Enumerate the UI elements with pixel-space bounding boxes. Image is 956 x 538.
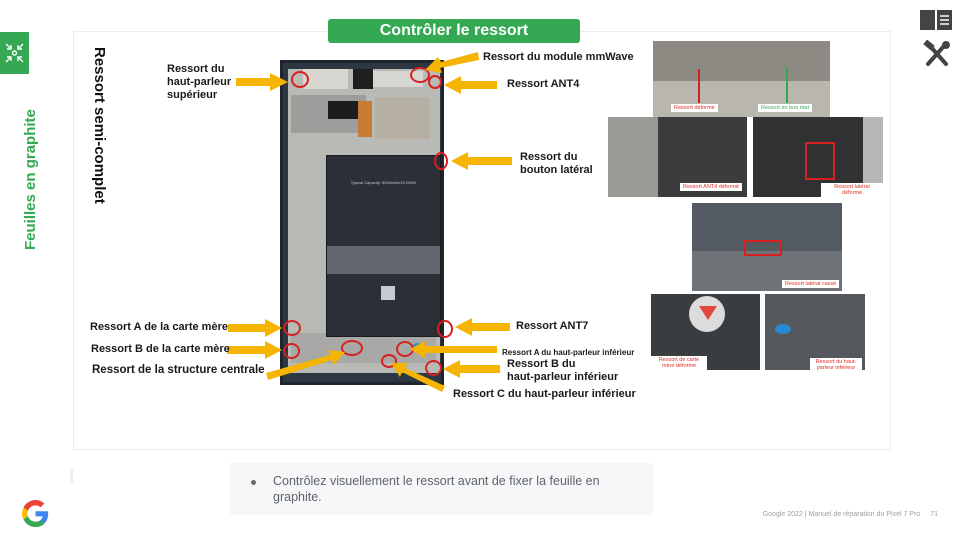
caption-side-broken: Ressort latéral cassé [782,280,840,288]
arrow-side-button [451,152,512,170]
caption-side-deformed: Ressort latéral déformé [821,183,883,197]
evidence-photo-side-deformed: Ressort latéral déformé [753,117,883,197]
highlight-box [805,142,835,180]
arrow-top-speaker [236,73,288,91]
divider [70,469,73,483]
callout-mmwave: Ressort du module mmWave [483,51,634,63]
arrow-bottom-speaker-a [410,341,497,358]
page-number: 71 [930,511,938,518]
pointer-line-green [786,67,788,103]
photo-detail [608,117,658,197]
arrow-mainboard-a [228,319,282,337]
arrow-ant4 [444,76,497,94]
slide-title: Contrôler le ressort [328,19,580,43]
highlight-ring-top-speaker [291,71,309,88]
callout-line: Ressort du [520,151,578,163]
book-icon[interactable] [918,6,954,32]
arrow-mid-frame [266,350,345,380]
arrow-sticker-icon [699,306,717,320]
callout-bottom-speaker-c: Ressort C du haut-parleur inférieur [453,388,636,400]
tools-icon[interactable] [922,40,952,68]
highlight-box [744,240,782,256]
evidence-photo-mmwave: Ressort déformé Ressort en bon état [653,41,830,117]
evidence-photo-side-broken: Ressort latéral cassé [692,203,842,291]
callout-line: haut-parleur [167,76,232,88]
qr-code [381,286,395,300]
note-box: Contrôlez visuellement le ressort avant … [230,463,653,515]
highlight-ring-bottom-speaker-b [425,360,442,376]
arrow-mainboard-b [227,341,282,359]
note-text: Contrôlez visuellement le ressort avant … [273,474,600,504]
arrow-bottom-speaker-b [443,360,500,378]
callout-top-speaker: Ressort du haut-parleur supérieur [167,63,231,102]
callout-mainboard-a: Ressort A de la carte mère [90,321,228,333]
evidence-photo-bottom-speaker: Ressort du haut-parleur inférieur tordu [765,294,865,370]
callout-line: Ressort du [167,63,225,75]
caption-ant4-deformed: Ressort ANT4 déformé [680,183,742,191]
evidence-photo-mainboard: Ressort de carte mère déformé [651,294,760,370]
highlight-ring-ant7 [437,320,453,338]
camera-module [353,69,373,89]
callout-line: supérieur [167,89,218,101]
highlight-ring-mainboard-b [283,343,300,359]
toolbar-icons [918,6,956,70]
callout-bottom-speaker-a: Ressort A du haut-parleur inférieur [502,348,635,357]
highlight-ring-ant4 [428,75,442,89]
arrow-mmwave [425,52,479,73]
flex-cable [358,101,372,137]
highlight-ring-bottom-speaker-c [381,354,397,368]
footer-text: Google 2022 | Manuel de réparation du Pi… [762,511,921,518]
flex-connector [328,101,358,119]
callout-side-button: Ressort du bouton latéral [520,151,593,177]
caption-good: Ressort en bon état [758,104,813,112]
collapse-arrows-icon [5,43,24,63]
caption-mainboard-deformed: Ressort de carte mère déformé [651,356,707,370]
component [303,69,348,89]
highlight-ring-mainboard-a [283,320,301,336]
arrow-ant7 [455,318,510,336]
arrow-bottom-speaker-c [391,363,445,392]
callout-mainboard-b: Ressort B de la carte mère [91,343,230,355]
callout-line: Ressort B du [507,358,576,370]
callout-bottom-speaker-b: Ressort B du haut-parleur inférieur [507,358,618,384]
bullet-icon [251,480,256,485]
battery: Typical Capacity: 5000mAh/19.25Wh [326,155,441,337]
callout-line: bouton latéral [520,164,593,176]
photo-detail [653,41,830,81]
photo-detail [863,117,883,197]
footer: Google 2022 | Manuel de réparation du Pi… [763,511,938,518]
shield-plate [375,97,430,139]
caption-bottom-speaker-bent: Ressort du haut-parleur inférieur tordu [810,358,862,370]
caption-deformed: Ressort déformé [671,104,718,112]
highlight-ring-side-button [434,152,448,170]
callout-mid-frame: Ressort de la structure centrale [92,364,265,376]
pointer-line-red [698,69,700,103]
google-logo [22,500,49,527]
evidence-photo-ant4: Ressort ANT4 déformé [608,117,747,197]
callout-line: haut-parleur inférieur [507,371,619,383]
section-icon-tile [0,32,29,74]
component [775,324,791,334]
callout-ant7: Ressort ANT7 [516,320,589,332]
highlight-ring-mmwave [410,67,430,83]
battery-capacity-text: Typical Capacity: 5000mAh/19.25Wh [350,180,417,185]
highlight-ring-mid-frame [341,340,363,356]
google-g-icon [22,500,49,527]
battery-tape [327,246,440,274]
callout-ant4: Ressort ANT4 [507,78,580,90]
